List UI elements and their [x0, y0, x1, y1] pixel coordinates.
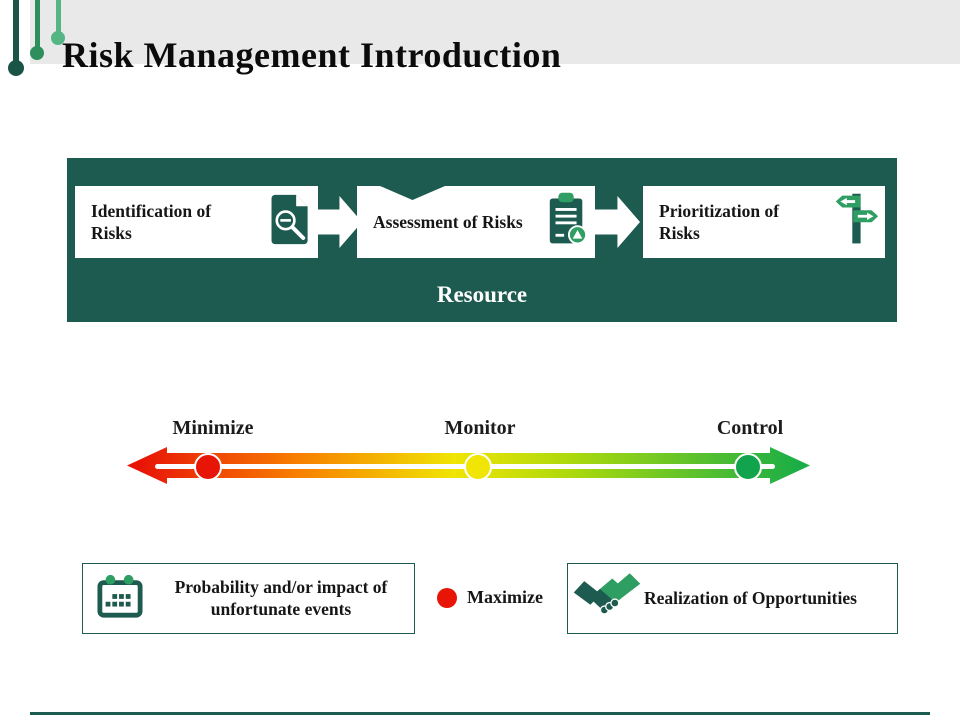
scale-dot-control [734, 453, 762, 481]
arrow-right-icon [593, 196, 640, 248]
footer-divider [30, 712, 930, 715]
pin-line-light [56, 0, 61, 32]
process-banner: Identification of Risks Assessment of Ri… [67, 158, 897, 322]
legend-label-realization: Realization of Opportunities [644, 587, 857, 608]
step-box-prioritization: Prioritization of Risks [643, 186, 885, 258]
red-dot-icon [437, 588, 457, 608]
pin-dot-light [51, 31, 65, 45]
arrow-right-icon [315, 196, 362, 248]
pin-line-dark [13, 0, 19, 62]
scale-label-minimize: Minimize [172, 417, 254, 439]
step-label: Identification of Risks [91, 200, 212, 243]
header-bar [30, 0, 960, 64]
handshake-icon [572, 569, 642, 628]
step-label: Assessment of Risks [373, 211, 523, 232]
step-label: Prioritization of Risks [659, 200, 780, 243]
legend-label-probability: Probability and/or impact of unfortunate… [174, 576, 388, 619]
page-title: Risk Management Introduction [62, 35, 562, 76]
clipboard-report-icon [545, 192, 589, 253]
pin-dot-dark [8, 60, 24, 76]
document-search-icon [268, 193, 312, 252]
legend-box-probability: Probability and/or impact of unfortunate… [82, 563, 415, 634]
step-box-assessment: Assessment of Risks [357, 186, 595, 258]
scale-label-monitor: Monitor [444, 417, 516, 439]
pin-dot-green [30, 46, 44, 60]
scale-dot-minimize [194, 453, 222, 481]
pin-line-green [35, 0, 40, 48]
calendar-icon [97, 573, 143, 624]
legend-box-realization: Realization of Opportunities [567, 563, 898, 634]
resource-banner-label: Resource [436, 282, 528, 307]
signpost-icon [833, 191, 879, 254]
legend-label-maximize: Maximize [467, 587, 543, 607]
scale-dot-monitor [464, 453, 492, 481]
step-box-identification: Identification of Risks [75, 186, 318, 258]
scale-label-control: Control [716, 417, 784, 439]
